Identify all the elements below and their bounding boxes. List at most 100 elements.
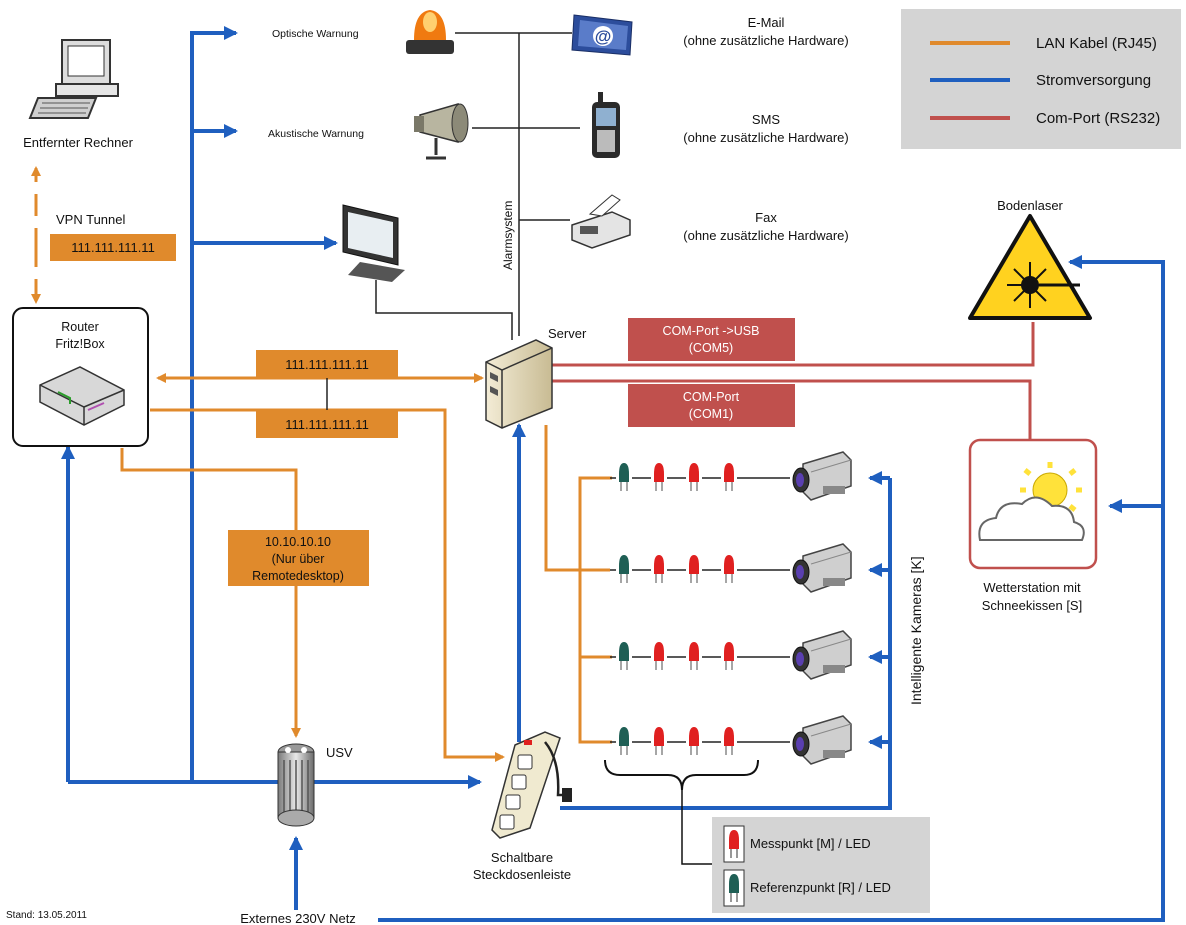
remote-note-2: Remotedesktop) — [252, 569, 344, 583]
led-row — [610, 554, 790, 586]
power-laser — [378, 255, 1165, 922]
measure-led — [651, 641, 667, 673]
lan-ip-box-1: 111.111.111.11 — [256, 350, 398, 378]
camera-icon — [792, 543, 852, 593]
com-weather — [548, 379, 1032, 440]
monitor-server-line — [375, 280, 513, 340]
power-strip-icon — [491, 731, 572, 839]
power-strip-label-2: Steckdosenleiste — [473, 867, 571, 882]
reference-led — [616, 726, 632, 758]
measure-led — [721, 462, 737, 494]
led-legend-box — [712, 817, 930, 913]
camera-icon — [792, 630, 852, 680]
server-label: Server — [548, 326, 587, 341]
date-stamp: Stand: 13.05.2011 — [6, 910, 87, 921]
com-port-line2: (COM1) — [689, 407, 733, 421]
reference-led — [616, 462, 632, 494]
server-icon — [485, 339, 553, 429]
com-usb-box: COM-Port ->USB (COM5) — [628, 318, 795, 361]
router-icon — [39, 366, 125, 426]
legend-com-label: Com-Port (RS232) — [1036, 110, 1160, 127]
measure-led — [686, 462, 702, 494]
email-channel: E-Mail (ohne zusätzliche Hardware) — [683, 15, 848, 48]
led-legend-pointer — [681, 790, 721, 868]
com-usb-line1: COM-Port ->USB — [663, 324, 760, 338]
lan-ip-1-text: 111.111.111.11 — [285, 357, 369, 372]
svg-text:@: @ — [595, 27, 612, 46]
com-lines — [548, 322, 1035, 440]
lan-ip-2-text: 111.111.111.11 — [285, 417, 369, 432]
beacon-icon — [406, 10, 454, 54]
measure-led — [721, 554, 737, 586]
remote-note-1: (Nur über — [272, 552, 325, 566]
usv-label: USV — [326, 745, 353, 760]
com-port-line1: COM-Port — [683, 390, 740, 404]
fax-icon — [571, 194, 631, 249]
lan-ip-box-2: 111.111.111.11 — [256, 410, 398, 438]
email-note: (ohne zusätzliche Hardware) — [683, 33, 848, 48]
external-net-label: Externes 230V Netz — [240, 911, 356, 925]
laser-label: Bodenlaser — [997, 198, 1063, 213]
remote-pc-icon — [28, 39, 119, 119]
alarm-system-label: Alarmsystem — [501, 201, 515, 270]
laser-warning-icon — [968, 214, 1092, 320]
usv-icon — [277, 743, 315, 827]
camera-icon — [792, 451, 852, 501]
email-icon: @ — [571, 14, 633, 56]
optical-warning-label: Optische Warnung — [272, 28, 359, 40]
power-lines — [61, 26, 1165, 922]
measure-led — [686, 641, 702, 673]
measure-led — [721, 726, 737, 758]
sms-name: SMS — [752, 112, 781, 127]
com-laser — [548, 322, 1035, 367]
lan-router-usv — [120, 448, 301, 738]
vpn-ip-box: 111.111.111.11 — [50, 234, 176, 261]
led-legend-reference: Referenzpunkt [R] / LED — [750, 880, 891, 895]
camera-icon — [792, 715, 852, 765]
legend-power-label: Stromversorgung — [1036, 72, 1151, 89]
sms-channel: SMS (ohne zusätzliche Hardware) — [683, 112, 848, 145]
measure-led — [721, 641, 737, 673]
led-legend-measure: Messpunkt [M] / LED — [750, 836, 871, 851]
measure-led — [686, 554, 702, 586]
lan-led-row-1 — [578, 476, 612, 570]
monitor-icon — [342, 204, 405, 282]
alarm-lines — [375, 32, 580, 340]
remote-ip-text: 10.10.10.10 — [265, 535, 331, 549]
fax-note: (ohne zusätzliche Hardware) — [683, 228, 848, 243]
lan-led-row-4 — [578, 570, 612, 744]
reference-led — [616, 554, 632, 586]
measure-led — [651, 726, 667, 758]
power-optical-warning — [190, 26, 238, 782]
led-green-icon — [723, 869, 745, 907]
cameras — [792, 451, 852, 765]
led-rows — [610, 462, 790, 758]
vpn-ip-text: 111.111.111.11 — [71, 240, 155, 255]
led-row — [610, 726, 790, 758]
weather-label-2: Schneekissen [S] — [982, 598, 1082, 613]
fax-name: Fax — [755, 210, 777, 225]
remote-ip-box: 10.10.10.10 (Nur über Remotedesktop) — [228, 530, 369, 586]
lan-server-leds — [544, 425, 610, 572]
legend-lan-label: LAN Kabel (RJ45) — [1036, 35, 1157, 52]
cameras-label: Intelligente Kameras [K] — [908, 556, 924, 705]
sms-note: (ohne zusätzliche Hardware) — [683, 130, 848, 145]
led-brace — [604, 759, 759, 791]
led-row — [610, 641, 790, 673]
email-name: E-Mail — [748, 15, 785, 30]
power-camera-spine — [560, 478, 892, 810]
phone-icon — [592, 92, 620, 158]
horn-icon — [414, 103, 469, 160]
fax-channel: Fax (ohne zusätzliche Hardware) — [683, 210, 848, 243]
com-usb-line2: (COM5) — [689, 341, 733, 355]
com-port-box: COM-Port (COM1) — [628, 384, 795, 427]
measure-led — [651, 462, 667, 494]
led-red-icon — [723, 825, 745, 863]
reference-led — [616, 641, 632, 673]
led-row — [610, 462, 790, 494]
remote-pc-label: Entfernter Rechner — [23, 135, 134, 150]
router-label-2: Fritz!Box — [55, 337, 105, 351]
router-label-1: Router — [61, 320, 99, 334]
